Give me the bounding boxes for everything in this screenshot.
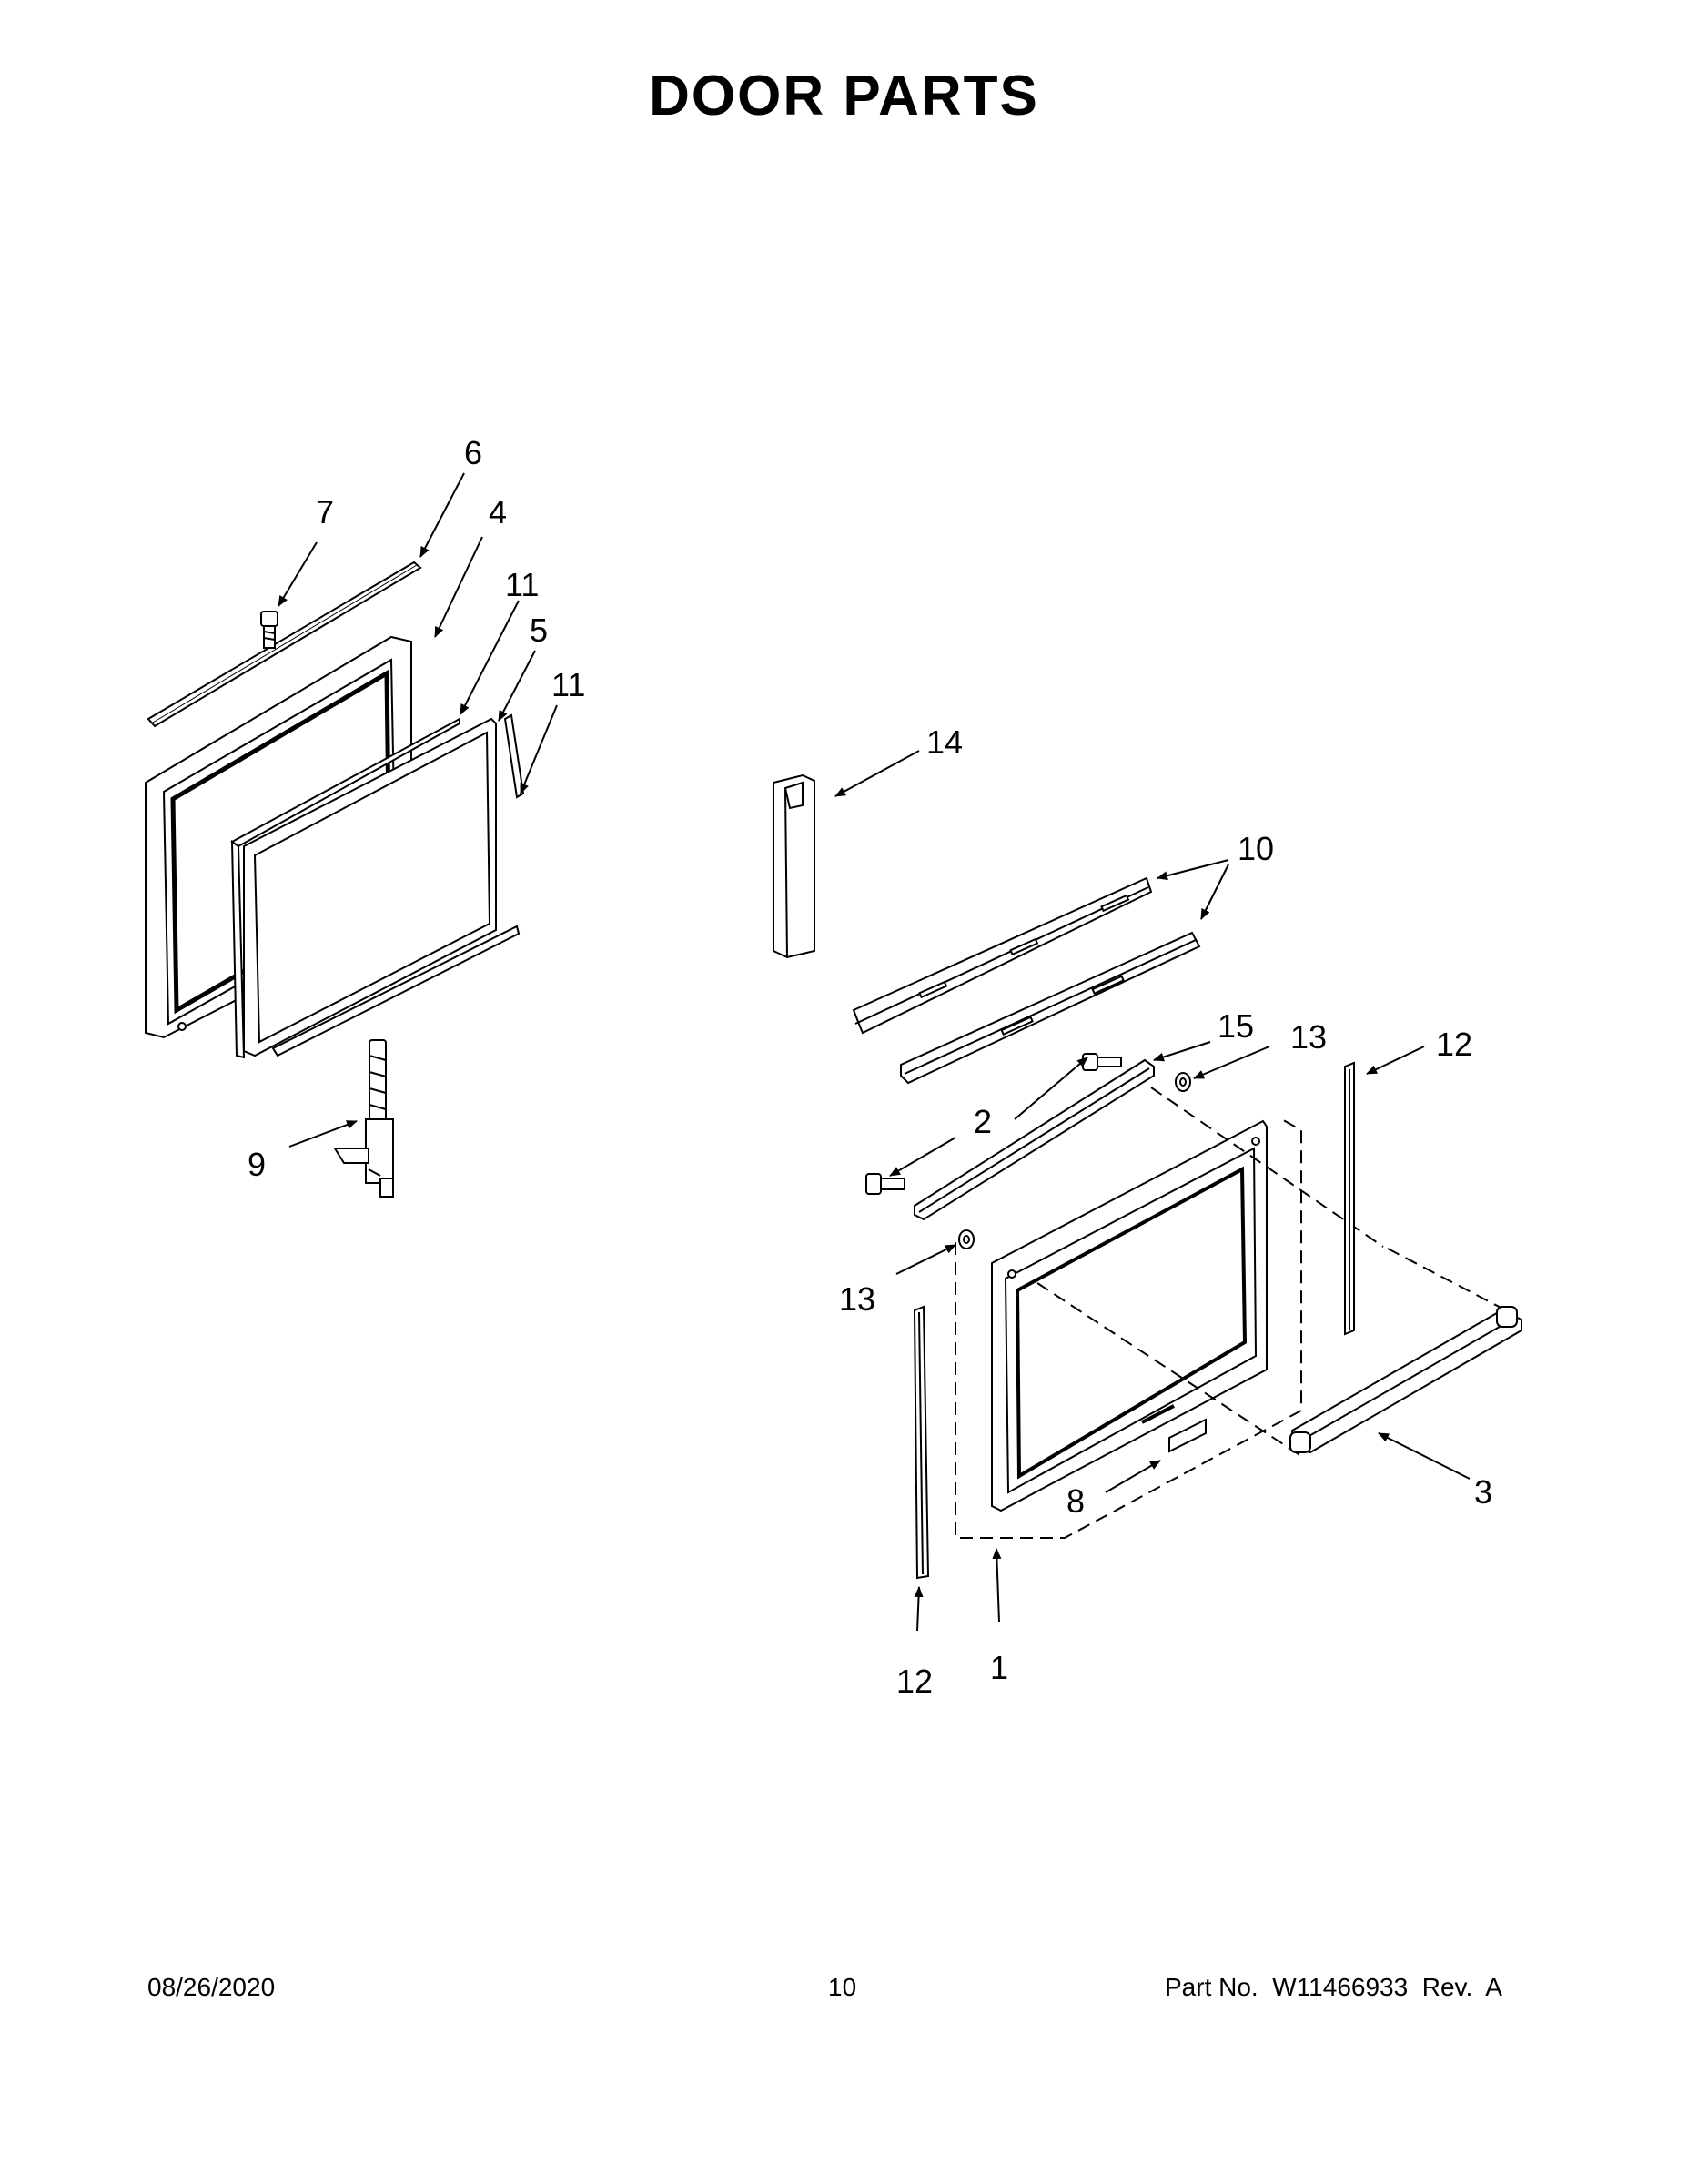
callout-3: 3 <box>1474 1473 1492 1511</box>
screw-part <box>260 611 278 649</box>
callout-7: 7 <box>316 493 334 531</box>
callout-1: 1 <box>990 1649 1008 1686</box>
footer-date: 08/26/2020 <box>147 1973 276 2001</box>
door-channel-part-lower <box>900 931 1201 1085</box>
washer-lower-part <box>958 1229 975 1249</box>
leader-lines <box>278 472 1471 1632</box>
side-trim-part-left <box>913 1305 930 1580</box>
vent-duct-part <box>773 774 815 959</box>
callout-13-upper: 13 <box>1290 1018 1327 1056</box>
callout-13-lower: 13 <box>839 1280 875 1318</box>
glass-panel-part <box>243 717 497 1057</box>
side-trim-part-right <box>1344 1061 1355 1336</box>
top-strip-part <box>147 561 422 728</box>
callout-15: 15 <box>1218 1007 1254 1045</box>
hinge-rail-part <box>914 1058 1155 1221</box>
door-handle-part <box>1289 1306 1522 1454</box>
callout-12-right: 12 <box>1436 1026 1472 1063</box>
outer-door-panel-part <box>991 1119 1268 1512</box>
badge-part <box>1141 1404 1207 1453</box>
callout-4: 4 <box>489 493 507 531</box>
screw-lower-part <box>865 1173 905 1195</box>
callout-2: 2 <box>974 1103 992 1140</box>
washer-upper-part <box>1175 1072 1191 1092</box>
callout-11-lower: 11 <box>551 666 585 703</box>
callout-8: 8 <box>1066 1482 1085 1520</box>
callout-6: 6 <box>464 434 482 471</box>
screw-upper-part <box>1082 1053 1122 1071</box>
callout-11-upper: 11 <box>505 566 539 603</box>
callout-9: 9 <box>248 1146 266 1183</box>
page-title: DOOR PARTS <box>649 65 1039 127</box>
callout-10: 10 <box>1238 830 1274 867</box>
glass-seal-part <box>230 717 460 1059</box>
callout-5: 5 <box>530 612 548 649</box>
callout-14: 14 <box>926 723 963 761</box>
assembly-outline <box>955 1087 1507 1539</box>
callout-12-left: 12 <box>896 1663 933 1700</box>
hinge-part <box>333 1039 394 1198</box>
callout-labels: 6 7 4 11 5 11 9 14 10 15 13 12 2 13 3 8 … <box>248 434 1492 1700</box>
footer-part-number: Part No. W11466933 Rev. A <box>1165 1973 1502 2001</box>
footer-page-number: 10 <box>828 1973 857 2001</box>
door-channel-part-upper <box>852 876 1153 1035</box>
glass-seal-part-outer <box>271 713 525 1057</box>
